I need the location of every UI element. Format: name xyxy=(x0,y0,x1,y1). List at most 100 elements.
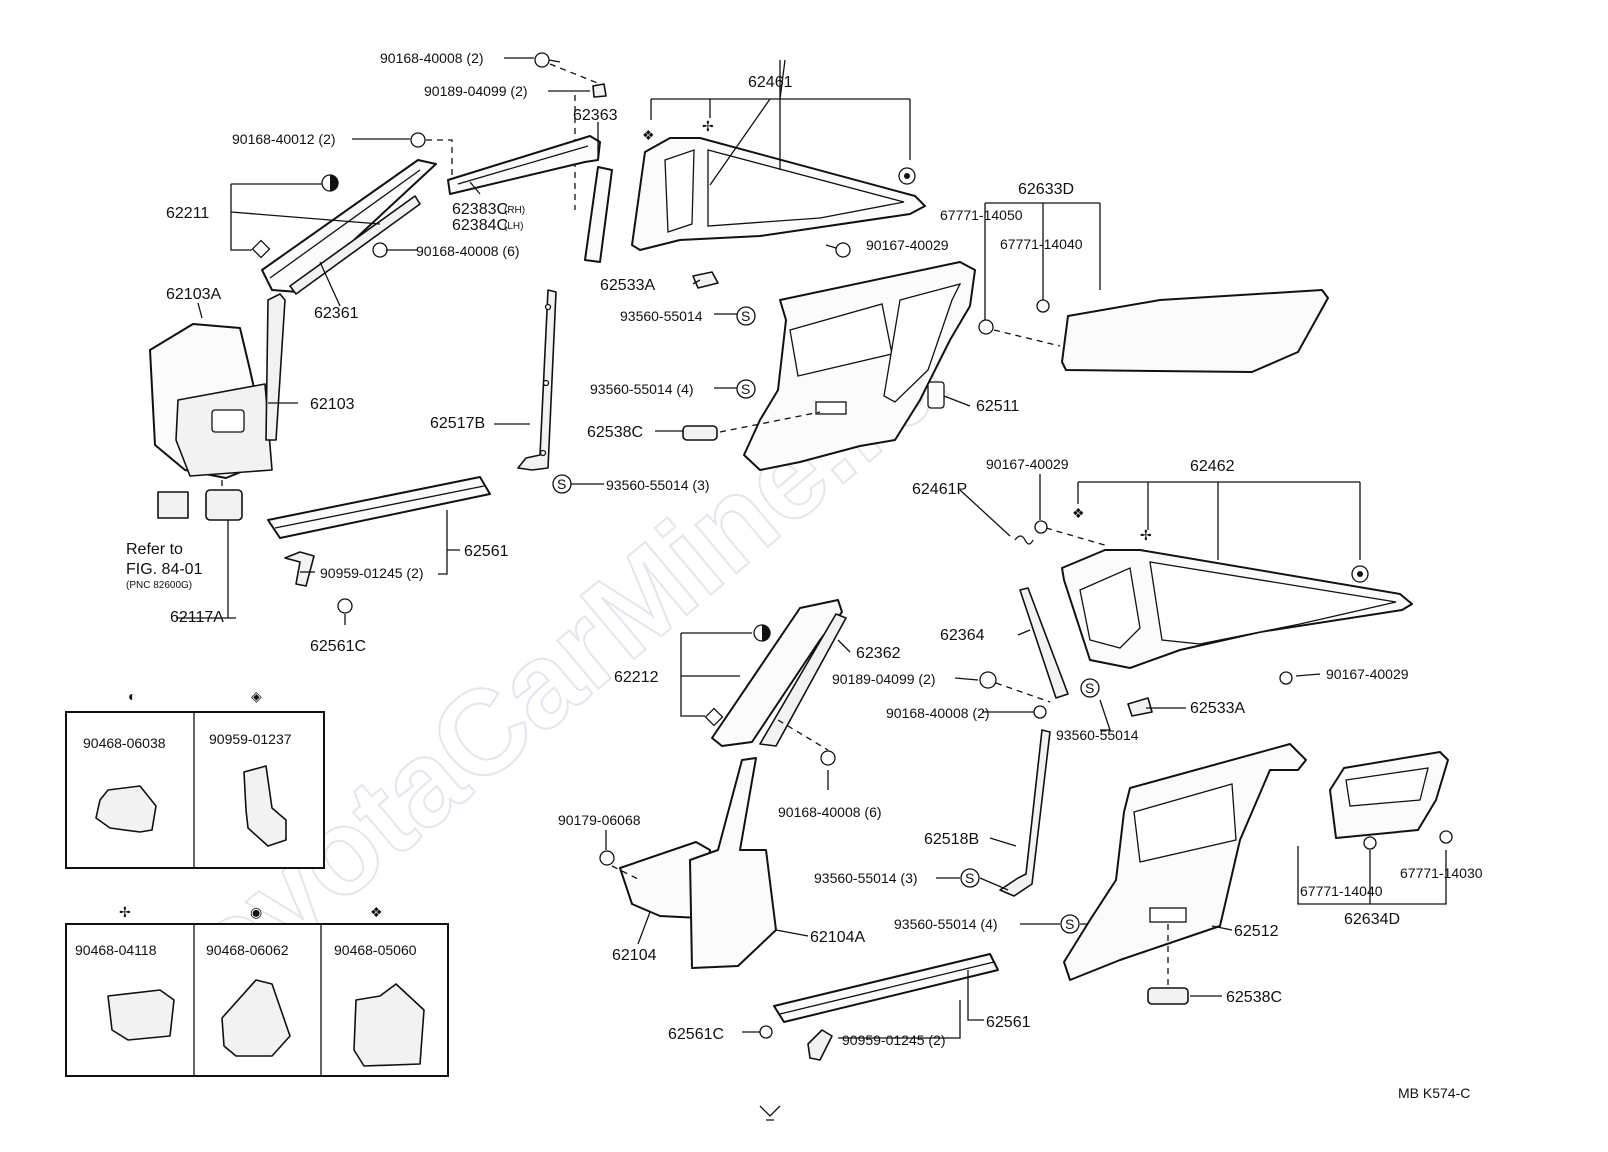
label-62634d: 62634D xyxy=(1344,911,1400,928)
part-62363 xyxy=(584,166,613,263)
label-62362: 62362 xyxy=(856,645,901,662)
part-62538c-top xyxy=(682,425,718,441)
label-62561-b: 62561 xyxy=(986,1014,1031,1031)
label-refer-to: Refer to xyxy=(126,541,183,558)
cover-right xyxy=(205,489,243,521)
label-62561: 62561 xyxy=(464,543,509,560)
label-62538c-b: 62538C xyxy=(1226,989,1282,1006)
screw-90167-40029-a xyxy=(835,242,851,258)
clip-90959-01237-icon xyxy=(243,765,287,847)
label-62211: 62211 xyxy=(166,205,209,222)
svg-text:❖: ❖ xyxy=(642,127,655,143)
label-62462: 62462 xyxy=(1190,458,1235,475)
label-62533a: 62533A xyxy=(600,277,655,294)
clip-90959-01245-b xyxy=(807,1029,833,1061)
legend-90468-06038: 90468-06038 xyxy=(83,735,166,751)
leader-lines xyxy=(176,57,1447,1039)
svg-text:❖: ❖ xyxy=(1072,505,1085,521)
screw-90168-40008-2-b xyxy=(1033,705,1047,719)
label-90167-40029-c: 90167-40029 xyxy=(1326,666,1409,682)
clip-90189-04099-b xyxy=(979,671,997,689)
clip-90468-04118-icon xyxy=(107,989,175,1041)
label-62103: 62103 xyxy=(310,396,355,413)
label-62103a: 62103A xyxy=(166,286,221,303)
clip-90468-06038-icon xyxy=(95,785,157,833)
screw-90167-40029-b xyxy=(1034,520,1048,534)
label-lh: (LH) xyxy=(504,221,523,232)
diagram-code: MB K574-C xyxy=(1398,1085,1470,1101)
part-62517b xyxy=(517,289,557,471)
part-62362 xyxy=(759,613,847,747)
clip-90468-05060-icon xyxy=(353,983,425,1067)
clip-90959-01245-top xyxy=(284,551,315,587)
svg-text:✢: ✢ xyxy=(1140,527,1152,543)
label-62511: 62511 xyxy=(976,398,1019,415)
label-67771-14030: 67771-14030 xyxy=(1400,865,1483,881)
label-62383c: 62383C xyxy=(452,201,508,218)
svg-text:S: S xyxy=(557,476,566,492)
legend-symbol-circle: ◉ xyxy=(250,904,262,920)
clip-62561c-b xyxy=(759,1025,773,1039)
label-67771-14050: 67771-14050 xyxy=(940,207,1023,223)
label-90179-06068: 90179-06068 xyxy=(558,812,641,828)
clip-62561c-top xyxy=(337,598,353,614)
label-62364: 62364 xyxy=(940,627,985,644)
screw-90168-40008-6-top xyxy=(372,242,388,258)
label-fig-84-01: FIG. 84-01 xyxy=(126,561,203,578)
label-93560-55014-3-b: 93560-55014 (3) xyxy=(814,870,918,886)
label-rh: (RH) xyxy=(504,205,525,216)
part-62364 xyxy=(1019,587,1069,699)
label-62517b: 62517B xyxy=(430,415,485,432)
label-90959-01245-a: 90959-01245 (2) xyxy=(320,565,424,581)
legend-90468-04118: 90468-04118 xyxy=(75,942,157,958)
screw-67771-14050 xyxy=(978,319,994,335)
label-90168-40008-2-b: 90168-40008 (2) xyxy=(886,705,990,721)
screw-90167-40029-c xyxy=(1279,671,1293,685)
part-62211 xyxy=(261,159,437,293)
label-62561c-b: 62561C xyxy=(668,1026,724,1043)
clip-90179-06068 xyxy=(599,850,615,866)
legend-symbol-diamond: ◈ xyxy=(251,688,262,704)
label-90168-40008-6: 90168-40008 (6) xyxy=(416,243,520,259)
label-90168-40008-6-b: 90168-40008 (6) xyxy=(778,804,882,820)
clip-62533a-b xyxy=(1127,697,1153,717)
part-62518b xyxy=(999,729,1051,897)
label-62361: 62361 xyxy=(314,305,359,322)
legend-90468-05060: 90468-05060 xyxy=(334,942,417,958)
svg-text:✢: ✢ xyxy=(702,118,714,134)
part-62633d xyxy=(1061,289,1329,373)
label-pnc: (PNC 82600G) xyxy=(126,580,192,591)
symbol-marks: ❖ ✢ S S S ❖ ✢ S S S xyxy=(251,118,1369,934)
label-90168-40008-2: 90168-40008 (2) xyxy=(380,50,484,66)
label-93560-55014-3-a: 93560-55014 (3) xyxy=(606,477,710,493)
label-62212: 62212 xyxy=(614,669,659,686)
legend-symbol-cluster: ❖ xyxy=(370,904,383,920)
label-62104: 62104 xyxy=(612,947,657,964)
screw-67771-14040-a xyxy=(1036,299,1050,313)
label-90959-01245-b: 90959-01245 (2) xyxy=(842,1032,946,1048)
clip-90189-04099-top xyxy=(592,83,607,98)
legend-clips: ◐ ◈ 90468-06038 90959-01237 ✢ ◉ ❖ 90468-… xyxy=(65,688,449,1077)
part-62538c-b xyxy=(1147,987,1189,1005)
spring-62461p xyxy=(1014,535,1034,545)
screw-67771-14030 xyxy=(1439,830,1453,844)
screw-90168-40012 xyxy=(410,132,426,148)
label-62633d: 62633D xyxy=(1018,181,1074,198)
clip-90468-06062-icon xyxy=(221,979,291,1057)
label-67771-14040-a: 67771-14040 xyxy=(1000,236,1083,252)
label-62117a: 62117A xyxy=(170,609,224,626)
label-62533a-b: 62533A xyxy=(1190,700,1245,717)
label-62104a: 62104A xyxy=(810,929,865,946)
part-62512 xyxy=(1063,743,1307,981)
legend-90468-06062: 90468-06062 xyxy=(206,942,289,958)
label-90167-40029-a: 90167-40029 xyxy=(866,237,949,253)
part-labels: 90168-40008 (2) 90189-04099 (2) 62363 62… xyxy=(126,50,1483,1048)
svg-text:S: S xyxy=(1065,916,1074,932)
screw-90168-40008-6-b xyxy=(820,750,836,766)
label-93560-55014-4-b: 93560-55014 (4) xyxy=(894,916,998,932)
svg-text:S: S xyxy=(1085,680,1094,696)
label-62512: 62512 xyxy=(1234,923,1279,940)
label-62384c: 62384C xyxy=(452,217,508,234)
label-93560-55014-4-a: 93560-55014 (4) xyxy=(590,381,694,397)
